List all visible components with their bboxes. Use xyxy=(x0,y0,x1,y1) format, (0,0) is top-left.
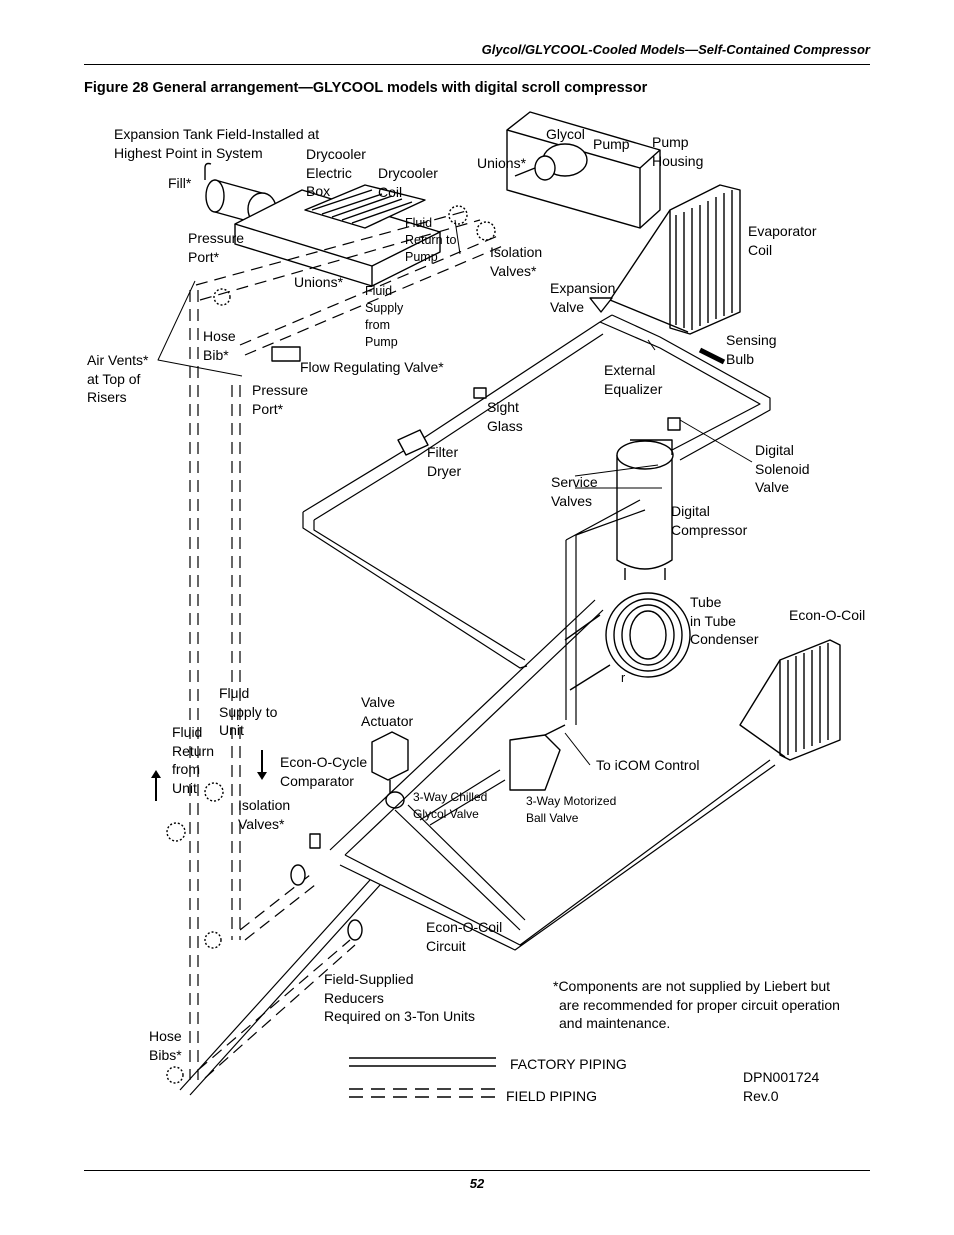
isolation-valves-top xyxy=(448,205,496,241)
valve-actuator xyxy=(371,731,409,809)
page-number: 52 xyxy=(469,1176,485,1191)
legend-field-sample xyxy=(349,1088,496,1098)
flow-regulating-valve xyxy=(271,346,301,362)
footer-rule xyxy=(84,1170,870,1171)
factory-piping xyxy=(179,314,776,1096)
figure-title: Figure 28 General arrangement—GLYCOOL mo… xyxy=(84,80,648,96)
expansion-tank xyxy=(204,162,277,226)
field-piping xyxy=(189,209,506,1080)
label-flow-regulating-valve: Flow Regulating Valve* xyxy=(300,359,444,375)
digital-compressor xyxy=(616,439,674,580)
motorized-ball-valve xyxy=(509,724,566,791)
legend-factory-piping: FACTORY PIPING xyxy=(510,1056,627,1072)
filter-dryer xyxy=(397,429,429,456)
flow-arrows xyxy=(155,750,263,801)
solenoid-valve xyxy=(667,417,681,431)
label-pump: Pump xyxy=(593,136,630,152)
label-glycol: Glycol xyxy=(546,126,585,142)
comparator xyxy=(309,833,321,849)
pump-housing xyxy=(506,111,661,229)
label-unions-mid: Unions* xyxy=(294,274,344,290)
legend-factory-sample xyxy=(349,1057,496,1067)
hose-bibs-bottom xyxy=(166,931,222,1084)
label-unions-top: Unions* xyxy=(477,155,527,171)
label-to-icom-control: To iCOM Control xyxy=(596,757,700,773)
tube-in-tube-condenser xyxy=(564,592,691,691)
isolation-valves-bottom xyxy=(166,782,224,842)
hose-bib-top xyxy=(213,288,231,306)
reducer xyxy=(347,919,363,941)
sight-glass xyxy=(473,387,487,399)
label-econ-o-coil: Econ-O-Coil xyxy=(789,607,866,623)
sensing-bulb xyxy=(698,347,726,365)
legend-field-piping: FIELD PIPING xyxy=(506,1088,598,1104)
expansion-valve xyxy=(589,297,613,313)
header-rule xyxy=(84,64,870,65)
reducer-2 xyxy=(290,864,306,886)
label-fill: Fill* xyxy=(168,175,192,191)
evaporator-coil xyxy=(609,184,741,335)
label-condenser-mark: r xyxy=(621,671,626,685)
section-header: Glycol/GLYCOOL-Cooled Models—Self-Contai… xyxy=(481,42,870,57)
econ-o-coil xyxy=(739,639,841,761)
leader-lines xyxy=(157,219,753,766)
footnote: *Components are not supplied by Liebert … xyxy=(553,978,840,1031)
